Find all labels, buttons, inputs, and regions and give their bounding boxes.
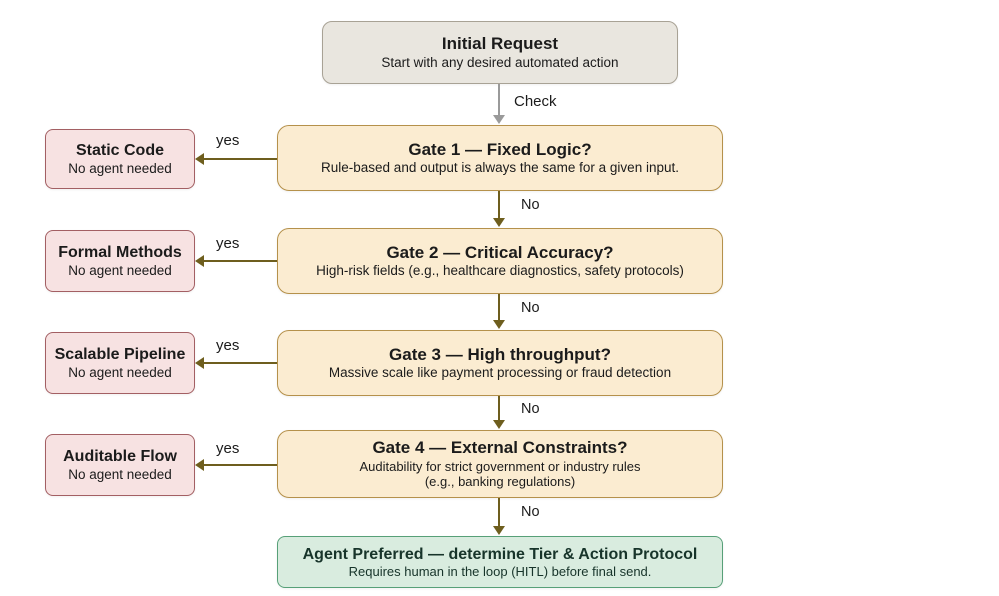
agent-preferred-title: Agent Preferred — determine Tier & Actio… (302, 545, 698, 563)
no-arrowhead-3-icon (493, 420, 505, 429)
outcome-auditable-flow-title: Auditable Flow (63, 448, 177, 466)
outcome-auditable-flow-subtitle: No agent needed (68, 466, 172, 482)
gate-4-title: Gate 4 — External Constraints? (372, 438, 628, 458)
no-label-4: No (521, 504, 540, 520)
yes-arrowhead-2-icon (195, 255, 204, 267)
outcome-static-code-node: Static Code No agent needed (45, 129, 195, 189)
outcome-static-code-title: Static Code (75, 142, 164, 160)
outcome-scalable-pipeline-node: Scalable Pipeline No agent needed (45, 332, 195, 394)
outcome-scalable-pipeline-subtitle: No agent needed (68, 364, 172, 380)
outcome-static-code-subtitle: No agent needed (68, 160, 172, 176)
yes-arrowhead-3-icon (195, 357, 204, 369)
gate-1-title: Gate 1 — Fixed Logic? (408, 139, 592, 159)
no-arrow-line-4 (498, 498, 500, 527)
outcome-formal-methods-subtitle: No agent needed (68, 262, 172, 278)
gate-4-node: Gate 4 — External Constraints? Auditabil… (277, 430, 723, 498)
yes-arrowhead-4-icon (195, 459, 204, 471)
no-label-3: No (521, 401, 540, 417)
yes-arrow-line-1 (204, 158, 277, 160)
yes-label-3: yes (216, 337, 240, 354)
check-arrow-line (498, 84, 500, 116)
gate-3-title: Gate 3 — High throughput? (389, 344, 611, 364)
outcome-scalable-pipeline-title: Scalable Pipeline (54, 346, 186, 364)
agent-preferred-subtitle: Requires human in the loop (HITL) before… (348, 564, 652, 580)
no-arrow-line-1 (498, 191, 500, 219)
no-arrowhead-4-icon (493, 526, 505, 535)
gate-4-subtitle: Auditability for strict government or in… (359, 459, 641, 490)
gate-3-node: Gate 3 — High throughput? Massive scale … (277, 330, 723, 396)
outcome-formal-methods-title: Formal Methods (58, 244, 182, 262)
yes-arrow-line-2 (204, 260, 277, 262)
no-arrowhead-2-icon (493, 320, 505, 329)
outcome-auditable-flow-node: Auditable Flow No agent needed (45, 434, 195, 496)
yes-arrow-line-4 (204, 464, 277, 466)
agent-preferred-node: Agent Preferred — determine Tier & Actio… (277, 536, 723, 588)
no-label-1: No (521, 197, 540, 213)
check-label: Check (514, 93, 557, 110)
gate-2-node: Gate 2 — Critical Accuracy? High-risk fi… (277, 228, 723, 294)
yes-label-1: yes (216, 132, 240, 149)
initial-request-node: Initial Request Start with any desired a… (322, 21, 678, 84)
gate-3-subtitle: Massive scale like payment processing or… (328, 365, 672, 381)
no-arrow-line-3 (498, 396, 500, 421)
outcome-formal-methods-node: Formal Methods No agent needed (45, 230, 195, 292)
yes-label-4: yes (216, 440, 240, 457)
check-arrowhead-icon (493, 115, 505, 124)
gate-1-subtitle: Rule-based and output is always the same… (321, 160, 679, 176)
no-arrowhead-1-icon (493, 218, 505, 227)
yes-arrow-line-3 (204, 362, 277, 364)
initial-request-subtitle: Start with any desired automated action (381, 54, 619, 70)
no-arrow-line-2 (498, 294, 500, 321)
yes-arrowhead-1-icon (195, 153, 204, 165)
yes-label-2: yes (216, 235, 240, 252)
no-label-2: No (521, 300, 540, 316)
initial-request-title: Initial Request (441, 34, 559, 54)
gate-1-node: Gate 1 — Fixed Logic? Rule-based and out… (277, 125, 723, 191)
gate-2-title: Gate 2 — Critical Accuracy? (386, 242, 614, 262)
gate-2-subtitle: High-risk fields (e.g., healthcare diagn… (316, 263, 684, 279)
